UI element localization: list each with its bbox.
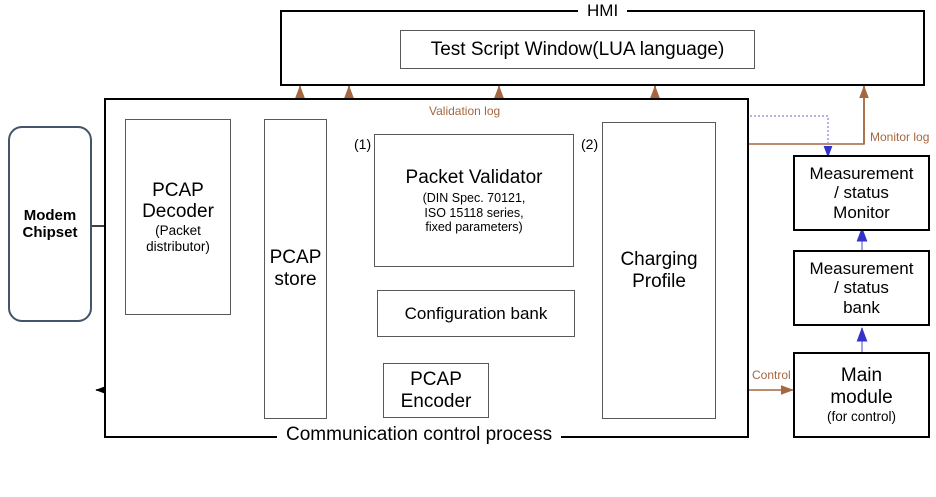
edge-label-marker-two: (2) <box>580 136 600 152</box>
block-main-module-line2: module <box>830 387 893 409</box>
block-pcap-decoder-label: PCAP Decoder <box>142 179 214 223</box>
block-packet-validator: Packet Validator (DIN Spec. 70121, ISO 1… <box>374 134 574 267</box>
block-modem-chipset: Modem Chipset <box>8 126 92 322</box>
block-measurement-status-bank-line3: bank <box>843 297 880 317</box>
block-main-module: Main module (for control) <box>793 352 930 438</box>
block-packet-validator-line1: (DIN Spec. 70121, <box>422 191 526 206</box>
block-measurement-status-monitor-line3: Monitor <box>833 202 890 222</box>
block-pcap-decoder: PCAP Decoder (Packet distributor) <box>125 119 231 315</box>
block-measurement-status-bank-line2: / status <box>834 278 889 298</box>
block-measurement-status-bank-line1: Measurement <box>809 258 914 278</box>
block-main-module-sub: (for control) <box>826 409 897 425</box>
block-packet-validator-line2: ISO 15118 series, <box>424 205 524 220</box>
block-pcap-encoder: PCAP Encoder <box>383 363 489 418</box>
footnotes: (1) : if the received packet is defined … <box>104 457 565 497</box>
block-pcap-decoder-sub1: (Packet <box>155 223 201 239</box>
block-measurement-status-monitor: Measurement / status Monitor <box>793 155 930 231</box>
edge-label-validation-log: Validation log <box>427 104 503 118</box>
edge-label-monitor-log: Monitor log <box>868 130 932 144</box>
communication-control-process-title: Communication control process <box>277 424 562 446</box>
block-packet-validator-line3: fixed parameters) <box>425 220 523 235</box>
test-script-window: Test Script Window(LUA language) <box>400 30 755 69</box>
edge-label-marker-one: (1) <box>353 136 373 152</box>
block-charging-profile: Charging Profile <box>602 122 716 419</box>
test-script-window-label: Test Script Window(LUA language) <box>430 38 725 60</box>
block-measurement-status-bank: Measurement / status bank <box>793 250 930 326</box>
block-main-module-line1: Main <box>840 365 883 387</box>
hmi-title: HMI <box>578 1 628 21</box>
block-pcap-store: PCAP store <box>264 119 327 419</box>
edge-label-control: Control <box>750 368 793 382</box>
block-pcap-decoder-sub2: distributor) <box>146 238 210 254</box>
block-measurement-status-monitor-line2: / status <box>834 183 889 203</box>
block-packet-validator-title: Packet Validator <box>405 166 543 188</box>
block-configuration-bank: Configuration bank <box>377 290 575 337</box>
block-charging-profile-label: Charging Profile <box>620 248 698 292</box>
block-modem-chipset-label: Modem Chipset <box>22 206 78 241</box>
block-pcap-store-label: PCAP store <box>269 247 322 290</box>
block-pcap-encoder-label: PCAP Encoder <box>400 368 472 412</box>
block-configuration-bank-label: Configuration bank <box>404 303 548 323</box>
block-measurement-status-monitor-line1: Measurement <box>809 163 914 183</box>
